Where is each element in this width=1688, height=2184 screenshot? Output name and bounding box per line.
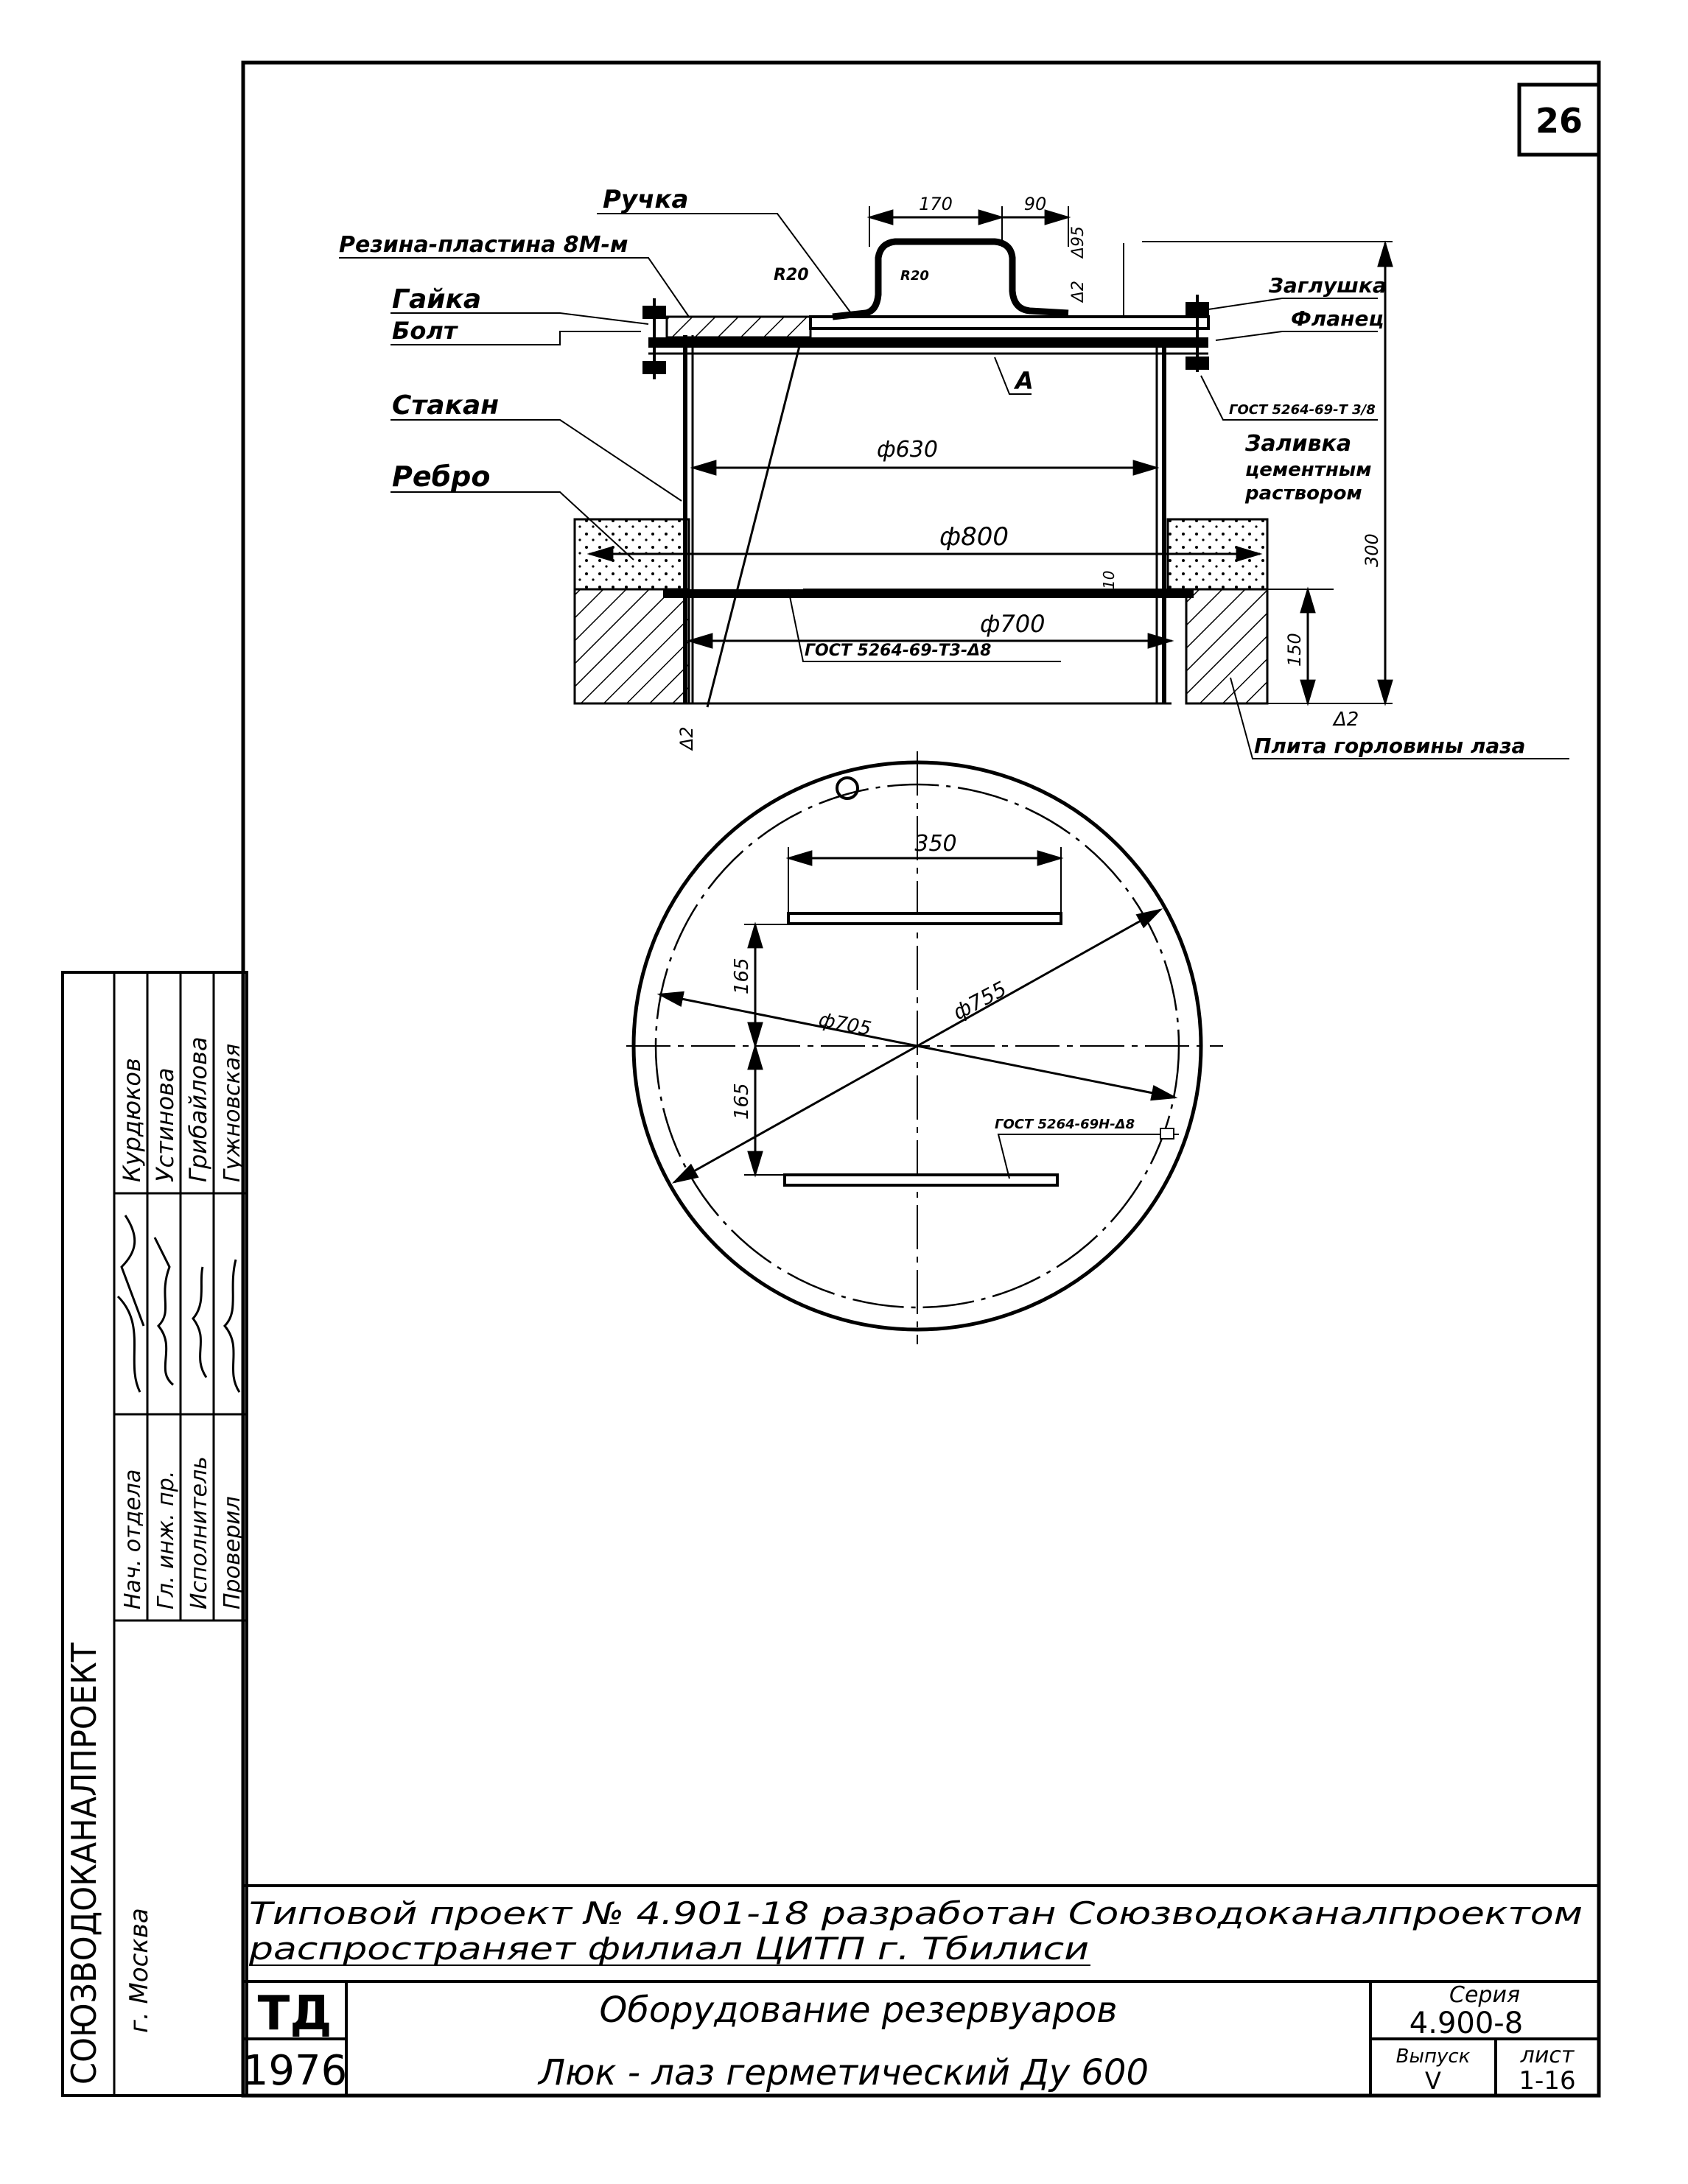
- dim-700: ф700: [980, 610, 1045, 638]
- bolt-right: [1186, 295, 1209, 372]
- org-city: г. Москва: [125, 1908, 154, 2033]
- signature-2: [192, 1266, 208, 1378]
- label-plug: Заглушка: [1268, 273, 1387, 298]
- name-1: Устинова: [151, 1068, 179, 1183]
- note-line-1: Типовой проект № 4.901-18 разработан Сою…: [249, 1895, 1583, 1931]
- dim-150: 150: [1284, 633, 1305, 667]
- sheet-value: 1-16: [1519, 2066, 1575, 2096]
- plan-handle-bottom: [783, 1173, 1059, 1187]
- dim-165-bottom: 165: [731, 1083, 753, 1120]
- dim-630: ф630: [877, 437, 938, 463]
- plan-view: 350 165 165 ф705 ф755 ГОСТ 5264-69Н-Δ8: [626, 751, 1223, 1344]
- td-mark: ТД: [258, 1987, 332, 2041]
- sheet-number: 26: [1535, 101, 1583, 141]
- role-3: Проверил: [220, 1496, 245, 1609]
- org-name: СОЮЗВОДОКАНАЛПРОЕКТ: [64, 1642, 104, 2085]
- name-0: Курдюков: [118, 1058, 146, 1182]
- note-line-2: распространяет филиал ЦИТП г. Тбилиси: [248, 1931, 1089, 1967]
- label-fill-3: раствором: [1244, 482, 1362, 505]
- bolt-left: [642, 298, 666, 379]
- dim-95: Δ95: [1069, 226, 1088, 259]
- label-bolt: Болт: [392, 317, 459, 345]
- dim-705: ф705: [817, 1008, 873, 1040]
- level-mark-right: Δ2: [1332, 709, 1359, 731]
- approval-strip: СОЮЗВОДОКАНАЛПРОЕКТ г. Москва Нач. отдел…: [64, 972, 247, 2096]
- dim-10: 10: [1100, 571, 1118, 589]
- slab-left-hatched: [573, 588, 690, 705]
- label-fill-1: Заливка: [1244, 431, 1351, 457]
- signature-3: [223, 1259, 241, 1393]
- sheet-frame: [61, 60, 1601, 2098]
- dim-170: 170: [919, 194, 953, 214]
- title-line-1: Оборудование резервуаров: [599, 1990, 1117, 2031]
- name-3: Гужновская: [220, 1044, 245, 1182]
- issue-value: V: [1425, 2067, 1441, 2095]
- series-label: Серия: [1449, 1982, 1520, 2008]
- sheet-number-box: 26: [1517, 82, 1601, 157]
- dim-165-top: 165: [731, 958, 753, 994]
- dim-755: ф755: [949, 977, 1011, 1025]
- slab-right-hatched: [1185, 588, 1269, 705]
- label-slab: Плита горловины лаза: [1254, 734, 1525, 758]
- year: 1976: [242, 2047, 348, 2095]
- label-marker-a: А: [1013, 367, 1034, 395]
- dim-r20-a: R20: [774, 266, 809, 284]
- label-nut: Гайка: [392, 284, 481, 315]
- plan-handle-top: [787, 912, 1062, 925]
- sheet-label: лист: [1520, 2043, 1575, 2068]
- label-handle: Ручка: [603, 185, 688, 214]
- section-view: Ручка Резина-пластина 8М-м Гайка Болт Ст…: [339, 185, 1569, 759]
- issue-label: Выпуск: [1396, 2046, 1471, 2068]
- label-gost-plan: ГОСТ 5264-69Н-Δ8: [995, 1117, 1135, 1132]
- handle: [832, 238, 1069, 320]
- role-2: Исполнитель: [186, 1456, 212, 1609]
- label-gost-top: ГОСТ 5264-69-Т 3/8: [1229, 402, 1376, 418]
- signature-0: [116, 1215, 145, 1393]
- name-2: Грибайлова: [184, 1036, 212, 1182]
- title-block: Типовой проект № 4.901-18 разработан Сою…: [242, 1884, 1599, 2096]
- title-line-2: Люк - лаз герметический Ду 600: [537, 2052, 1149, 2093]
- label-sleeve: Стакан: [392, 390, 499, 421]
- level-mark-left: Δ2: [676, 726, 697, 751]
- dim-90: 90: [1024, 194, 1047, 214]
- dim-350: 350: [914, 831, 956, 857]
- dim-300: 300: [1362, 533, 1382, 567]
- dim-800: ф800: [939, 522, 1009, 552]
- label-rubber: Резина-пластина 8М-м: [339, 232, 628, 258]
- role-0: Нач. отдела: [120, 1470, 146, 1609]
- rubber-gasket: [665, 315, 812, 339]
- dim-r20-b: R20: [900, 268, 929, 284]
- label-rib: Ребро: [392, 460, 490, 493]
- series-value: 4.900-8: [1409, 2006, 1523, 2040]
- role-1: Гл. инж. пр.: [153, 1471, 179, 1609]
- signature-1: [153, 1237, 175, 1386]
- label-flange: Фланец: [1291, 306, 1384, 331]
- label-fill-2: цементным: [1245, 459, 1372, 481]
- level-mark-top: Δ2: [1069, 281, 1088, 303]
- label-gost-bottom: ГОСТ 5264-69-Т3-Δ8: [805, 642, 991, 660]
